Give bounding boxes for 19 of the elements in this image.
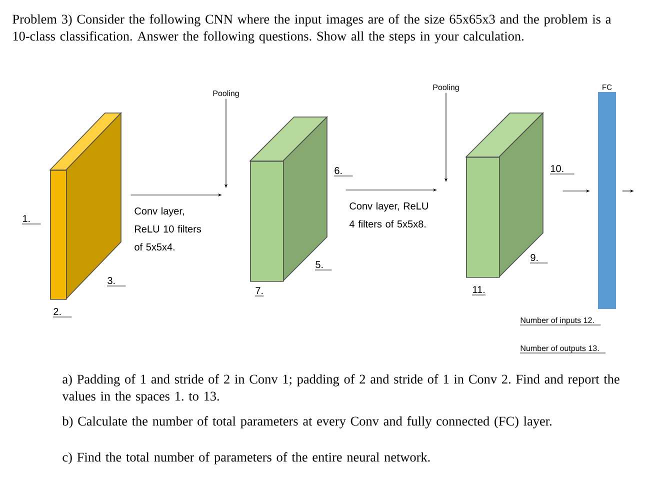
question-text: a) Padding of 1 and stride of 2 in Conv 1; padding of 2 and stride of 1 in Conv 2. Find and report the values in the spaces 1. to 13. [62, 374, 620, 404]
fill-in-label: Number of inputs 12. [520, 317, 601, 326]
edge-label: Conv layer, ReLU 4 filters of 5x5x8. [349, 202, 428, 228]
fill-in-label: 5. [314, 261, 332, 270]
fill-in-label: 6. [334, 167, 353, 176]
fill-in-label: 9. [530, 254, 548, 264]
fill-in-label: 1. [22, 215, 41, 224]
edge-label: Conv layer, ReLU 10 filters of 5x5x4. [134, 207, 202, 251]
fill-in-label: 10. [550, 165, 575, 174]
fill-in-label: 7. [254, 287, 264, 296]
problem-text: Problem 3) Consider the following CNN where the input images are of the size 65x65x3 and the problem is a 10-class classification. Answer the following questions. Show all the steps in your calculation. [12, 14, 612, 44]
question-text: c) Find the total number of parameters of the entire neural network. [62, 452, 430, 464]
fill-in-label: 3. [106, 277, 126, 286]
fill-in-label: 2. [52, 308, 72, 318]
fill-in-label: Number of outputs 13. [520, 345, 606, 354]
fill-in-label: 11. [472, 286, 486, 296]
pooling-label: Pooling [213, 90, 239, 98]
question-text: b) Calculate the number of total parameters at every Conv and fully connected (FC) layer. [62, 416, 552, 428]
pooling-label: Pooling [433, 84, 459, 92]
